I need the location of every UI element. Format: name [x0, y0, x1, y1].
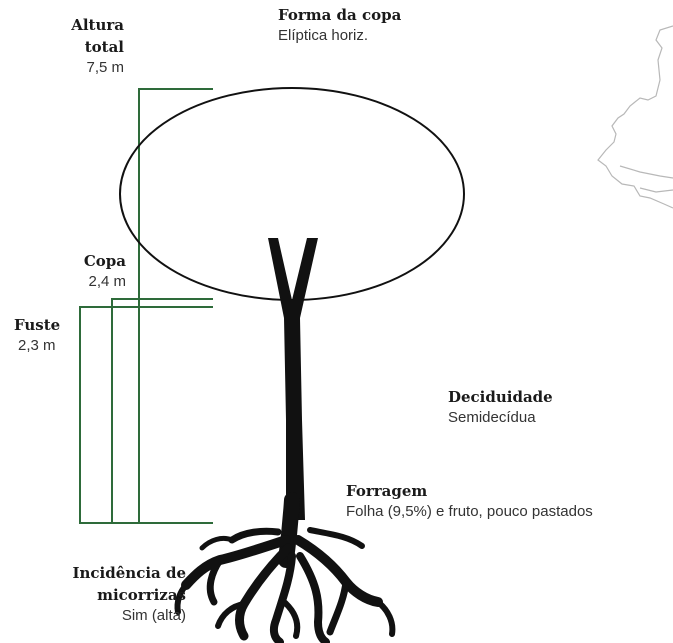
label-altura-total: Altura total 7,5 m	[30, 14, 124, 78]
map-river-line-2	[639, 187, 673, 193]
micorrizas-value: Sim (alta)	[121, 607, 186, 624]
altura-value: 7,5 m	[86, 59, 124, 76]
altura-title-2: total	[84, 38, 124, 56]
height-brackets	[79, 88, 213, 524]
label-copa: Copa 2,4 m	[20, 250, 126, 292]
label-micorrizas: Incidência de micorrizas Sim (alta)	[10, 562, 187, 626]
altura-title-1: Altura	[71, 16, 124, 34]
map-outline	[597, 25, 673, 209]
forragem-title: Forragem	[346, 482, 428, 500]
bracket-fuste	[79, 306, 213, 524]
deciduidade-value: Semidecídua	[448, 409, 536, 426]
tree-roots	[174, 492, 396, 643]
map-river-line	[619, 165, 673, 179]
label-forragem: Forragem Folha (9,5%) e fruto, pouco pas…	[346, 480, 593, 522]
forma-title: Forma da copa	[278, 6, 402, 24]
fuste-value: 2,3 m	[18, 337, 56, 354]
copa-title: Copa	[83, 252, 126, 270]
deciduidade-title: Deciduidade	[448, 388, 553, 406]
forma-value: Elíptica horiz.	[278, 27, 369, 44]
tree-trunk	[268, 238, 318, 520]
label-forma-copa: Forma da copa Elíptica horiz.	[278, 4, 401, 46]
fuste-title: Fuste	[14, 316, 61, 334]
forragem-value: Folha (9,5%) e fruto, pouco pastados	[346, 503, 593, 520]
micorrizas-title-1: Incidência de	[72, 564, 187, 582]
label-fuste: Fuste 2,3 m	[14, 314, 60, 356]
copa-value: 2,4 m	[88, 273, 126, 290]
bracket-copa	[111, 298, 213, 523]
micorrizas-title-2: micorrizas	[97, 586, 186, 604]
label-deciduidade: Deciduidade Semidecídua	[448, 386, 553, 428]
crown-ellipse	[119, 87, 465, 301]
